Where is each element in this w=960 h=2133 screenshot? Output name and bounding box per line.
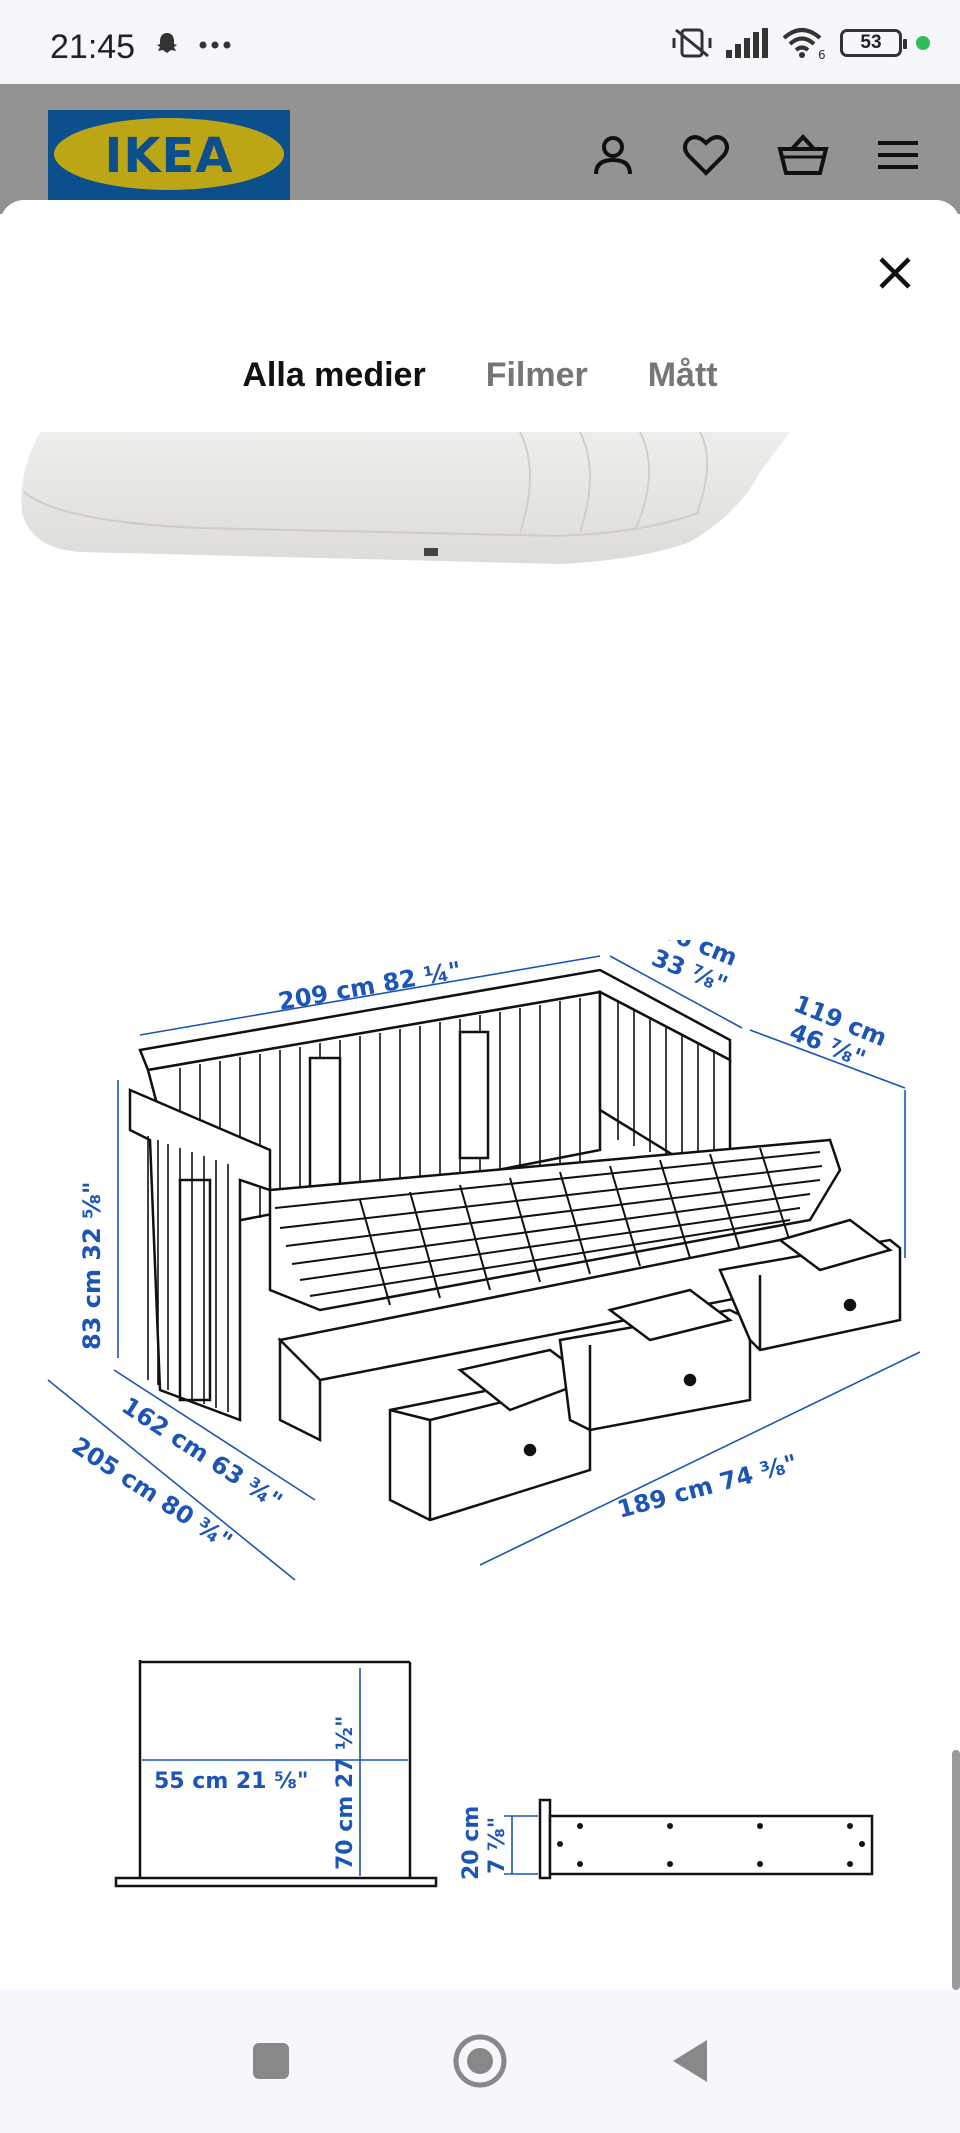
- mattress-image: [0, 431, 960, 572]
- home-button[interactable]: [445, 2026, 515, 2096]
- dimension-lines: [47, 955, 921, 1581]
- recent-apps-button[interactable]: [236, 2026, 306, 2096]
- drawer-detail: 55 cm 21 ⅝" 70 cm 27 ½": [114, 1660, 438, 1888]
- navigation-bar: [0, 1990, 960, 2133]
- account-icon[interactable]: [590, 132, 636, 178]
- signal-icon: [726, 28, 768, 58]
- basket-icon[interactable]: [776, 133, 830, 177]
- back-triangle-icon: [673, 2040, 707, 2082]
- ikea-logo[interactable]: IKEA: [48, 110, 290, 214]
- status-time: 21:45: [50, 28, 136, 66]
- slat-detail: 20 cm 7 ⅞": [459, 1798, 874, 1880]
- snapchat-icon: [157, 33, 177, 53]
- daybed-frame: [128, 968, 902, 1522]
- tab-dimensions[interactable]: Mått: [647, 356, 718, 394]
- modal-scrollbar[interactable]: [952, 1750, 960, 1990]
- privacy-dot: [916, 36, 930, 50]
- more-dots-icon: [199, 41, 231, 49]
- battery-level: 53: [860, 32, 882, 53]
- square-icon: [253, 2043, 289, 2079]
- svg-text:6: 6: [818, 48, 826, 60]
- back-button[interactable]: [654, 2026, 724, 2096]
- ikea-logo-oval: [54, 118, 284, 190]
- close-button[interactable]: [868, 246, 922, 300]
- tab-all-media[interactable]: Alla medier: [242, 356, 426, 394]
- mute-icon: [672, 28, 712, 58]
- status-bar: 21:45 6 53: [0, 0, 960, 84]
- menu-icon[interactable]: [876, 137, 920, 173]
- battery-icon: 53: [840, 29, 907, 57]
- dim-height: 83 cm 32 ⅝": [78, 1182, 106, 1350]
- home-circle-icon: [453, 2034, 507, 2088]
- dim-drawer-width: 55 cm 21 ⅝": [154, 1769, 308, 1794]
- dim-slat-height-in: 7 ⅞": [485, 1817, 510, 1874]
- dimension-drawing: 209 cm 82 ¼" 86 cm 33 ⅞" 119 cm 46 ⅞" 83…: [30, 916, 930, 1960]
- ikea-logo-text: IKEA: [104, 128, 234, 184]
- media-modal: Alla medier Filmer Mått: [0, 200, 960, 1990]
- dim-slat-height-cm: 20 cm: [459, 1806, 484, 1880]
- dim-drawer-height: 70 cm 27 ½": [333, 1716, 358, 1870]
- media-tabs: Alla medier Filmer Mått: [0, 356, 960, 395]
- heart-icon[interactable]: [682, 133, 730, 177]
- close-icon: [879, 257, 911, 289]
- site-header: IKEA: [0, 84, 960, 214]
- tab-films[interactable]: Filmer: [485, 356, 588, 394]
- wifi-icon: 6: [782, 28, 826, 60]
